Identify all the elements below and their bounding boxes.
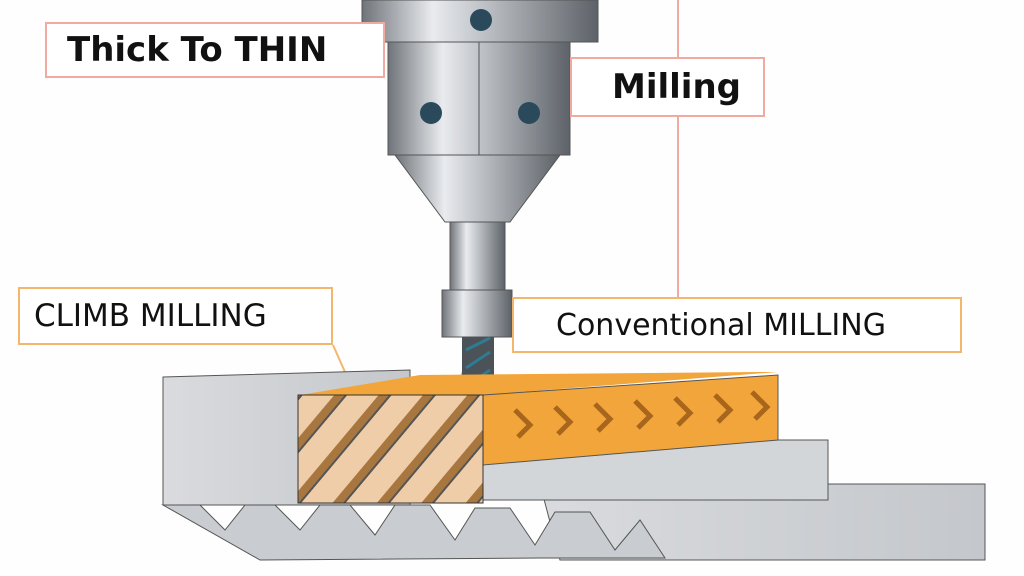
chevron-arrows <box>513 390 771 439</box>
conventional-milling-label: Conventional MILLING <box>512 297 962 353</box>
climb-milling-text: CLIMB MILLING <box>34 298 267 334</box>
thick-to-thin-label: Thick To THIN <box>45 22 385 78</box>
serrated-base <box>161 504 666 561</box>
thick-to-thin-text: Thick To THIN <box>67 30 328 70</box>
workpiece <box>161 369 986 561</box>
chip-cross-section <box>297 394 484 504</box>
climb-milling-label: CLIMB MILLING <box>18 287 333 345</box>
leader-line <box>332 344 346 373</box>
screw-icon <box>420 102 442 124</box>
conventional-milling-text: Conventional MILLING <box>556 307 886 343</box>
spindle <box>361 0 599 338</box>
milling-text: Milling <box>612 67 741 107</box>
milling-label: Milling <box>570 57 765 117</box>
screw-icon <box>518 102 540 124</box>
screw-icon <box>470 9 492 31</box>
